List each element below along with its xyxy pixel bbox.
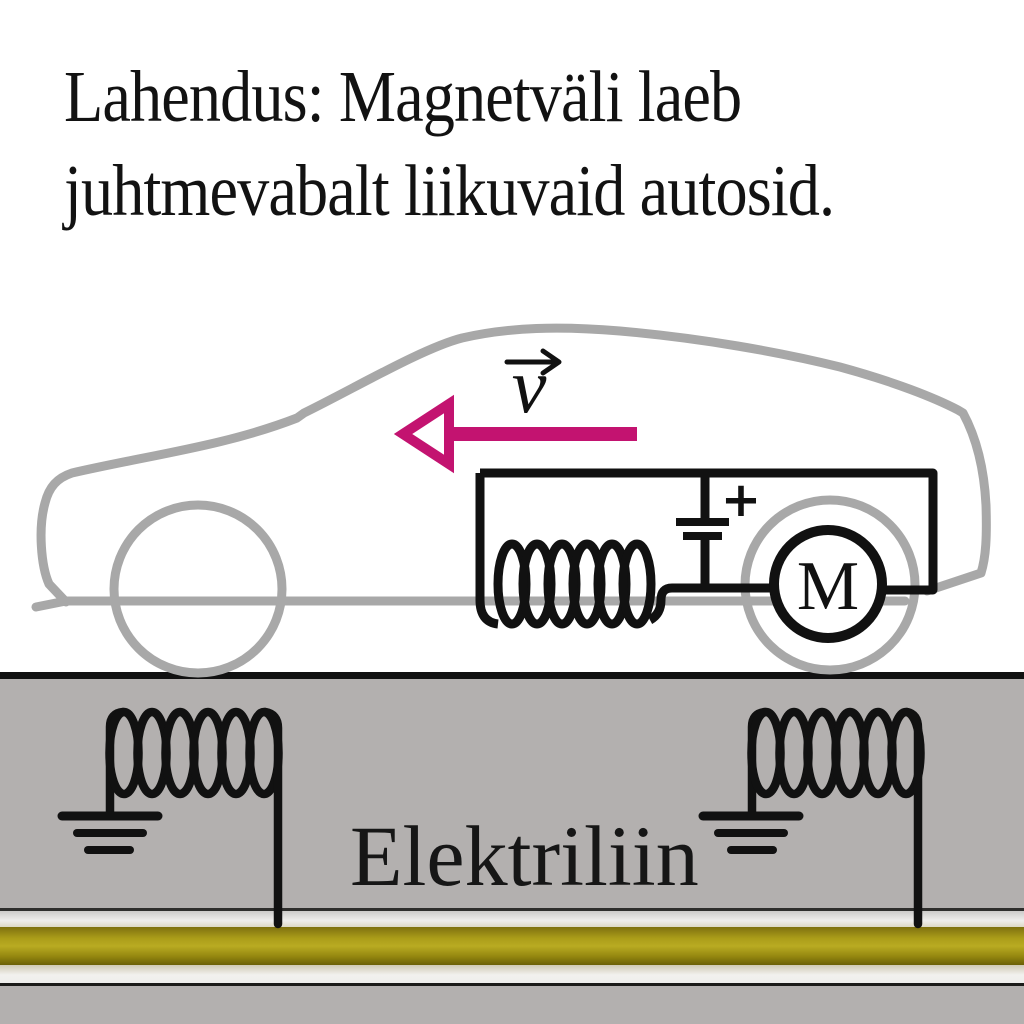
ground-symbol-right (698, 811, 804, 854)
caption-line-2: juhtmevabalt liikuvaid autosid. (64, 150, 835, 231)
battery (676, 473, 729, 588)
feed-wire-left (260, 707, 283, 929)
power-line-conductor (0, 927, 1024, 965)
circuit-left-edge (475, 473, 499, 629)
onboard-circuit (475, 468, 938, 643)
velocity-arrow (393, 394, 637, 474)
front-wheel (109, 500, 287, 678)
road-groove-line-top (0, 908, 1024, 911)
road-groove-line-bottom (0, 983, 1024, 986)
velocity-label: v (512, 342, 547, 429)
motor-label: M (797, 548, 859, 625)
car-body-path (36, 323, 991, 607)
road-coils (57, 707, 925, 929)
power-line-casing-top (0, 911, 1024, 927)
power-line-casing-bottom (0, 965, 1024, 983)
velocity-arrow-shaft (447, 427, 637, 441)
velocity-arrow-head (393, 394, 454, 474)
ground-coil-right (698, 707, 925, 929)
ground-symbol-left (57, 811, 163, 854)
motor-circle (769, 525, 887, 643)
battery-plus-label: + (721, 472, 761, 528)
ground-coil-left (57, 707, 283, 929)
velocity-vector-label: v (504, 342, 562, 429)
feed-wire-right (902, 707, 923, 929)
power-line-label: Elektriliin (350, 808, 699, 904)
caption-title: Lahendus: Magnetväli laeb juhtmevabalt l… (64, 50, 835, 238)
vector-arrow-icon (504, 348, 562, 376)
car-coil (493, 539, 656, 629)
caption-line-1: Lahendus: Magnetväli laeb (64, 56, 742, 137)
coil-to-motor-wire (647, 583, 774, 624)
